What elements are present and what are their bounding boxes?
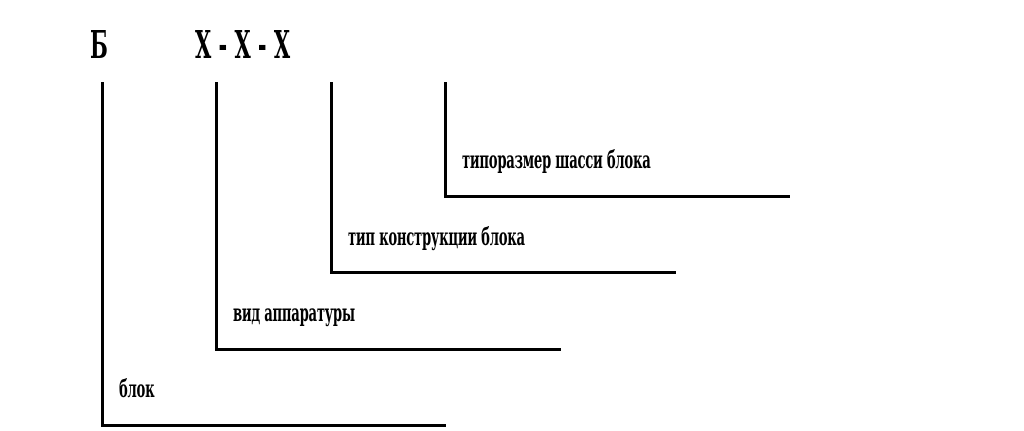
connector-line-construction (330, 82, 333, 274)
connector-line-chassis (444, 82, 447, 198)
label-apparatus-kind: вид аппаратуры (233, 298, 355, 327)
underline-chassis (444, 195, 790, 198)
code-pattern: X - X - X (195, 22, 291, 67)
label-construction-type: тип конструкции блока (348, 222, 525, 251)
label-block: блок (119, 374, 155, 403)
code-prefix: Б (90, 22, 108, 67)
label-chassis-size: типоразмер шасси блока (462, 145, 651, 174)
underline-apparatus (215, 348, 561, 351)
underline-block (101, 424, 446, 427)
connector-line-block (101, 82, 104, 427)
underline-construction (330, 271, 676, 274)
connector-line-apparatus (215, 82, 218, 351)
